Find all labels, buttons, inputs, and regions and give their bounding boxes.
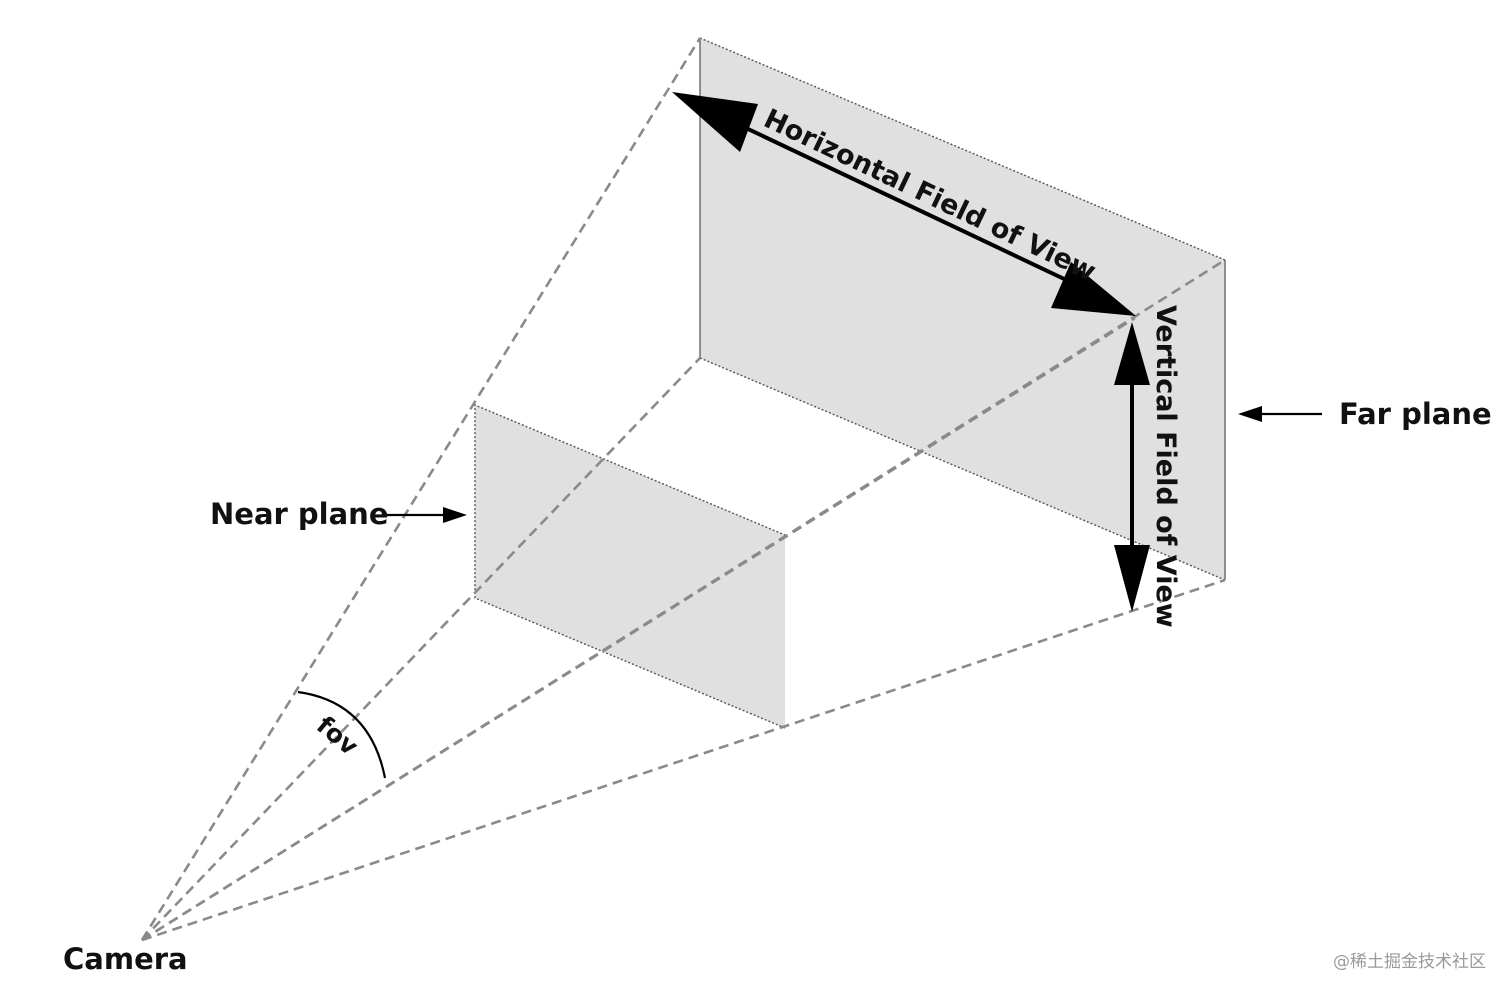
- camera-label: Camera: [63, 942, 188, 976]
- far-plane-bottom-edge: [699, 357, 1226, 581]
- horizontal-fov-arrow-shaft: [707, 108, 1101, 298]
- far-plane-surface: [700, 38, 1225, 580]
- fov-arc: [297, 690, 387, 779]
- vertical-fov-arrowhead-bottom: [1114, 545, 1150, 612]
- vertical-fov-arrowhead-top: [1114, 322, 1150, 385]
- vertical-fov-label: Vertical Field of View: [1150, 305, 1181, 628]
- horizontal-fov-arrowhead-right: [1051, 262, 1136, 316]
- far-plane-top-edge: [699, 37, 1226, 261]
- far-plane-pointer-head: [1238, 406, 1262, 422]
- frustum-line-bottom-right: [141, 578, 1226, 942]
- frustum-line-top-left: [140, 37, 702, 941]
- frustum-line-bottom-left: [141, 357, 701, 941]
- near-plane-edge: [474, 403, 786, 729]
- near-plane-pointer-head: [443, 507, 467, 523]
- horizontal-fov-arrowhead-left: [672, 92, 758, 152]
- near-plane-label: Near plane: [210, 497, 389, 531]
- near-plane-surface: [475, 405, 785, 728]
- far-plane-label: Far plane: [1339, 397, 1492, 431]
- watermark-text: @稀土掘金技术社区: [1333, 952, 1486, 972]
- frustum-line-center: [141, 316, 1136, 942]
